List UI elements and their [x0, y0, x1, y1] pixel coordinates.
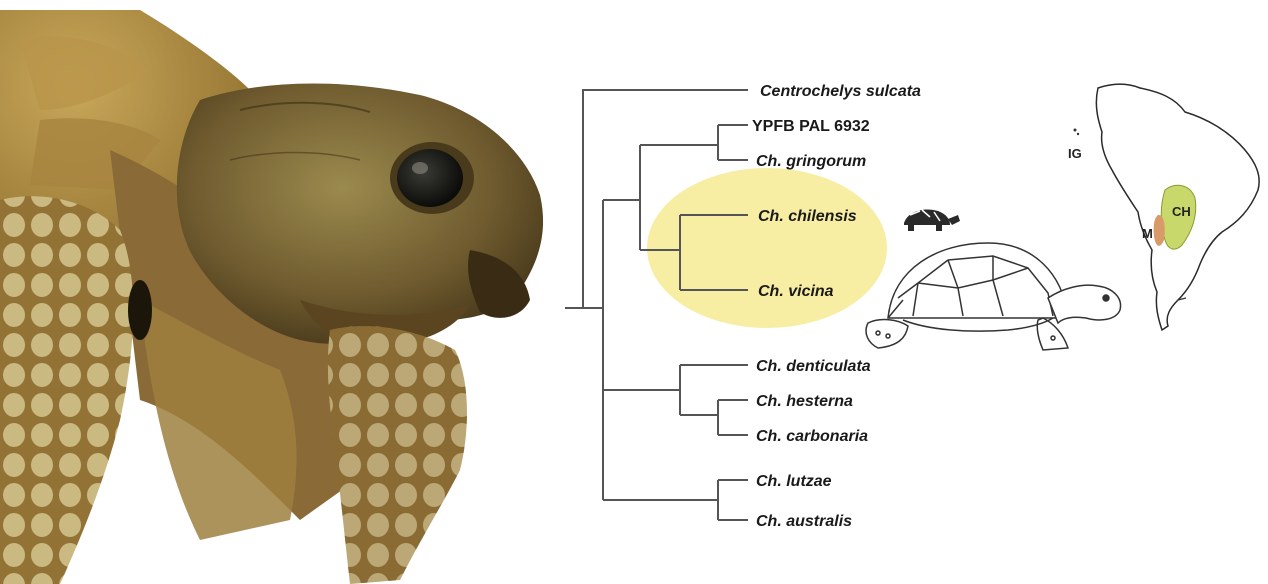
- taxon-label: Ch. chilensis: [758, 208, 857, 225]
- tortoise-silhouette-icon: [904, 210, 960, 232]
- taxon-label: Centrochelys sulcata: [760, 83, 921, 100]
- tortoise-head-photo: [0, 10, 543, 584]
- taxon-label: Ch. denticulata: [756, 358, 871, 375]
- map-label-ig: IG: [1068, 146, 1082, 161]
- taxon-label: Ch. carbonaria: [756, 428, 868, 445]
- taxon-label: Ch. hesterna: [756, 393, 853, 410]
- map-label-m: M: [1142, 226, 1153, 241]
- taxon-label: Ch. australis: [756, 513, 852, 530]
- map-label-ch: CH: [1172, 204, 1191, 219]
- taxon-label: Ch. gringorum: [756, 153, 866, 170]
- tortoise-line-drawing: [866, 243, 1120, 350]
- taxon-label: Ch. lutzae: [756, 473, 832, 490]
- taxon-label: YPFB PAL 6932: [752, 118, 870, 135]
- taxon-label: Ch. vicina: [758, 283, 834, 300]
- clade-highlight: [647, 168, 887, 328]
